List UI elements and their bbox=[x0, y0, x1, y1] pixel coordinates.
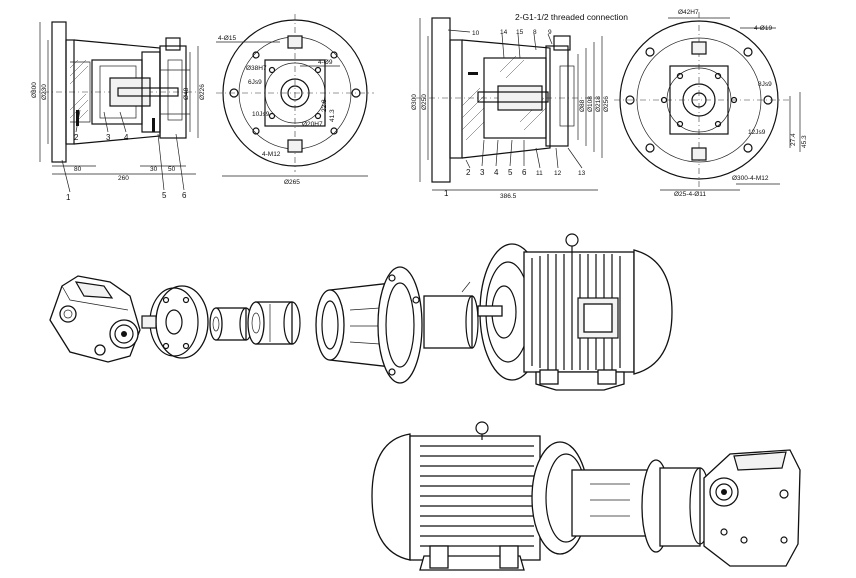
dim-od-1: Ø265 bbox=[284, 179, 300, 186]
dim-keyway-1: 6Js9 bbox=[248, 79, 262, 86]
dim-keyway-3: 8Js9 bbox=[758, 81, 772, 88]
flange-view-1-labels: 4-Ø15 Ø38H7 6Js9 4-Ø9 10Js9 Ø20H7 22.8 4… bbox=[218, 35, 336, 186]
balloon-d2-12: 12 bbox=[554, 170, 562, 177]
balloon-5: 5 bbox=[162, 191, 167, 200]
balloon-d2-3: 3 bbox=[480, 168, 485, 177]
dim-d108: Ø108 bbox=[587, 96, 594, 112]
dim-50: 50 bbox=[168, 166, 176, 173]
dim-30: 30 bbox=[150, 166, 158, 173]
balloon-2: 2 bbox=[74, 133, 79, 142]
balloon-d2-4: 4 bbox=[494, 168, 499, 177]
dim-holes-1: 4-Ø15 bbox=[218, 35, 236, 42]
dim-260: 260 bbox=[118, 175, 129, 182]
balloon-1: 1 bbox=[66, 193, 71, 202]
dim-pcd: Ø25-4-Ø11 bbox=[674, 191, 706, 198]
cooling-fins-assembled bbox=[420, 445, 534, 547]
section-view-1 bbox=[30, 21, 200, 193]
hatching-2 bbox=[461, 55, 547, 141]
adapter-plate bbox=[141, 285, 209, 359]
section-view-2-labels: 2-G1-1/2 threaded connection Ø300 Ø250 3… bbox=[411, 12, 628, 200]
dim-80: 80 bbox=[74, 166, 82, 173]
electric-motor-assembled bbox=[371, 421, 589, 571]
assembled-unit bbox=[371, 421, 801, 571]
dim-d230: Ø230 bbox=[41, 84, 48, 100]
balloon-6: 6 bbox=[182, 191, 187, 200]
dim-bore-2: Ø20H7 bbox=[302, 121, 323, 128]
dim-45-3: 45.3 bbox=[801, 135, 808, 148]
bell-housing-assembled bbox=[571, 459, 711, 553]
balloon-8: 8 bbox=[533, 29, 537, 36]
electric-motor-exploded bbox=[477, 233, 673, 391]
bolt-holes-2 bbox=[625, 47, 773, 153]
balloon-15: 15 bbox=[516, 29, 524, 36]
bolt-holes-1 bbox=[229, 51, 361, 135]
dim-tap-1: 4-Ø9 bbox=[318, 59, 333, 66]
dim-keyway-4: 12Js9 bbox=[748, 129, 766, 136]
dim-d88: Ø88 bbox=[579, 99, 586, 112]
gear-pump-exploded bbox=[49, 275, 141, 363]
dim-d218: Ø218 bbox=[595, 96, 602, 112]
section-view-1-labels: Ø300 Ø230 Ø48 Ø226 80 260 30 50 1 2 3 4 … bbox=[31, 82, 206, 202]
dim-keyway-2: 10Js9 bbox=[252, 111, 270, 118]
flange-view-1 bbox=[216, 14, 374, 177]
exploded-assembly bbox=[49, 233, 673, 391]
flange-view-2-labels: Ø42H7 4-Ø19 8Js9 12Js9 27.4 45.3 Ø300-4-… bbox=[674, 9, 808, 198]
dim-d226: Ø226 bbox=[199, 84, 206, 100]
balloon-d2-2: 2 bbox=[466, 168, 471, 177]
dim-22-8: 22.8 bbox=[321, 99, 328, 112]
balloon-14: 14 bbox=[500, 29, 508, 36]
dim-d250: Ø250 bbox=[421, 94, 428, 110]
dim-27-4: 27.4 bbox=[790, 133, 797, 146]
gear-pump-assembled bbox=[703, 449, 801, 567]
dim-d48: Ø48 bbox=[183, 87, 190, 100]
balloon-4: 4 bbox=[124, 133, 129, 142]
dim-41-3: 41.3 bbox=[329, 109, 336, 122]
balloon-9: 9 bbox=[548, 29, 552, 36]
dim-tap-2: 4-M12 bbox=[262, 151, 281, 158]
dim-top-bore: Ø42H7 bbox=[678, 9, 699, 16]
dim-d256: Ø256 bbox=[603, 96, 610, 112]
coupling-hub bbox=[209, 307, 253, 341]
balloon-d2-13: 13 bbox=[578, 170, 586, 177]
dim-386-5: 386.5 bbox=[500, 193, 517, 200]
dim-d300-2: Ø300 bbox=[411, 94, 418, 110]
balloon-d2-11: 11 bbox=[536, 170, 543, 177]
flange-view-2 bbox=[614, 12, 801, 191]
dim-bore-1: Ø38H7 bbox=[246, 65, 267, 72]
balloon-d2-5: 5 bbox=[508, 168, 513, 177]
section-view-2 bbox=[416, 17, 603, 191]
dim-d300: Ø300 bbox=[31, 82, 38, 98]
bell-housing bbox=[315, 266, 423, 384]
balloon-d2-1: 1 bbox=[444, 189, 449, 198]
dim-tap-3: Ø300-4-M12 bbox=[732, 175, 769, 182]
balloon-3: 3 bbox=[106, 133, 111, 142]
connection-note: 2-G1-1/2 threaded connection bbox=[515, 12, 628, 22]
cooling-fins bbox=[531, 254, 621, 370]
intermediate-tube bbox=[423, 281, 479, 349]
balloon-10: 10 bbox=[472, 30, 480, 37]
spider-coupling bbox=[247, 301, 301, 345]
balloon-d2-6: 6 bbox=[522, 168, 527, 177]
dim-holes-2: 4-Ø19 bbox=[754, 25, 772, 32]
